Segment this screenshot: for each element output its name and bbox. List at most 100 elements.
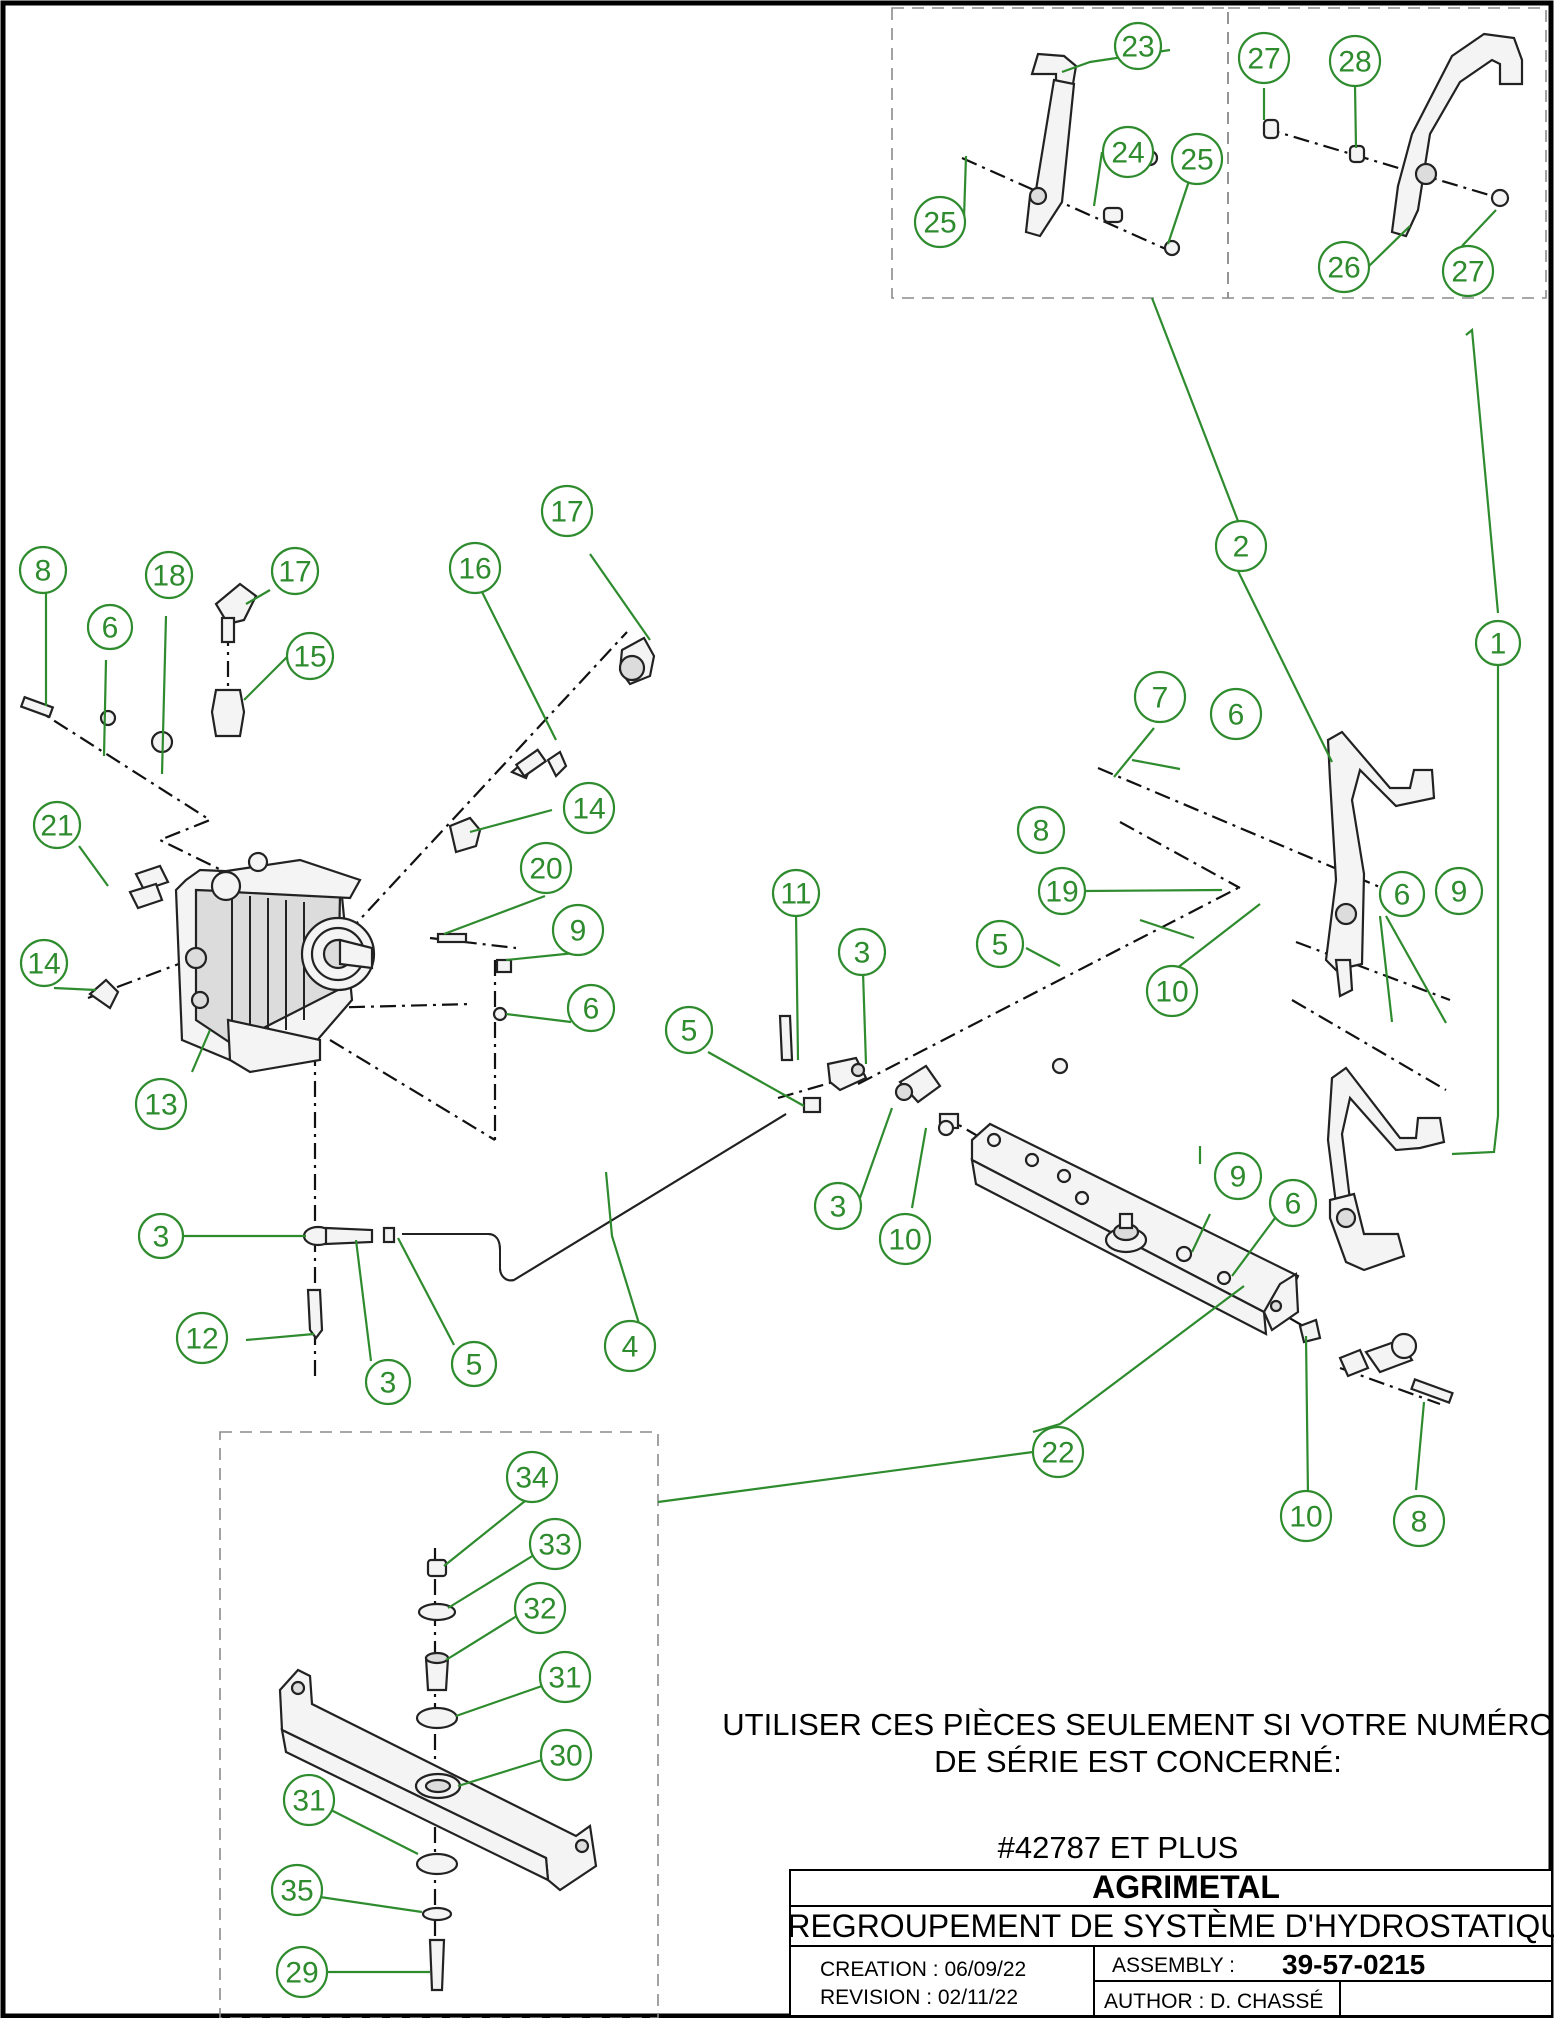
balloon-10: 10 [1145, 964, 1199, 1018]
svg-text:3: 3 [380, 1367, 397, 1400]
note-line-1: UTILISER CES PIÈCES SEULEMENT SI VOTRE N… [722, 1707, 1553, 1742]
svg-text:32: 32 [523, 1593, 556, 1626]
author: AUTHOR : D. CHASSÉ [1104, 1990, 1323, 2013]
balloon-21: 21 [32, 800, 82, 850]
crossbar-assembly [278, 1558, 598, 1992]
note-line-2: DE SÉRIE EST CONCERNÉ: [934, 1744, 1342, 1779]
balloon-33: 33 [528, 1517, 582, 1571]
svg-text:8: 8 [35, 555, 52, 588]
svg-text:26: 26 [1327, 252, 1360, 285]
company-name: AGRIMETAL [1092, 1869, 1280, 1905]
balloon-6b: 6 [566, 983, 616, 1033]
svg-text:27: 27 [1247, 43, 1280, 76]
svg-text:17: 17 [278, 556, 311, 589]
svg-text:5: 5 [466, 1349, 483, 1382]
svg-text:14: 14 [27, 948, 60, 981]
balloon-18: 18 [144, 550, 194, 600]
balloon-3d: 3 [813, 1181, 863, 1231]
balloon-28: 28 [1328, 34, 1382, 88]
svg-text:21: 21 [40, 810, 73, 843]
svg-text:5: 5 [681, 1015, 698, 1048]
svg-text:8: 8 [1033, 815, 1050, 848]
svg-text:17: 17 [550, 496, 583, 529]
assembly-number: 39-57-0215 [1282, 1949, 1425, 1980]
balloon-10c: 10 [1279, 1489, 1333, 1543]
balloon-32: 32 [513, 1581, 567, 1635]
balloon-23: 23 [1113, 21, 1163, 71]
balloon-26: 26 [1317, 240, 1371, 294]
svg-text:4: 4 [622, 1331, 639, 1364]
title-block: AGRIMETAL REGROUPEMENT DE SYSTÈME D'HYDR… [787, 1869, 1554, 2017]
balloon-1: 1 [1474, 619, 1522, 667]
balloon-8b: 8 [1016, 805, 1066, 855]
balloon-22: 22 [1031, 1425, 1085, 1479]
assembly-description: REGROUPEMENT DE SYSTÈME D'HYDROSTATIQUE [787, 1908, 1554, 1944]
balloon-25b: 25 [1170, 132, 1224, 186]
svg-text:3: 3 [854, 937, 871, 970]
balloon-25: 25 [913, 195, 967, 249]
balloons: 1 2 3 3 3 3 4 5 5 5 6 6 6 6 6 7 8 8 8 9 … [18, 21, 1522, 1999]
balloon-3b: 3 [364, 1358, 412, 1406]
svg-text:6: 6 [1228, 699, 1245, 732]
svg-text:23: 23 [1121, 31, 1154, 64]
balloon-7: 7 [1133, 670, 1187, 724]
balloon-12: 12 [175, 1311, 229, 1365]
balloon-16: 16 [448, 541, 502, 595]
creation-date: CREATION : 06/09/22 [820, 1958, 1026, 1981]
svg-text:6: 6 [1394, 879, 1411, 912]
balloon-31b: 31 [282, 1773, 336, 1827]
balloon-9c: 9 [1213, 1151, 1263, 1201]
balloon-35: 35 [270, 1863, 324, 1917]
svg-text:9: 9 [1451, 876, 1468, 909]
svg-text:20: 20 [529, 853, 562, 886]
revision-date: REVISION : 02/11/22 [820, 1986, 1018, 2009]
svg-text:25: 25 [923, 207, 956, 240]
svg-text:9: 9 [570, 915, 587, 948]
control-rod [302, 1014, 1069, 1340]
svg-text:6: 6 [583, 993, 600, 1026]
svg-text:6: 6 [102, 612, 119, 645]
balloon-17b: 17 [540, 484, 594, 538]
balloon-5b: 5 [664, 1005, 714, 1055]
svg-text:18: 18 [152, 560, 185, 593]
svg-text:30: 30 [549, 1740, 582, 1773]
balloon-15: 15 [285, 631, 335, 681]
balloon-13: 13 [134, 1077, 188, 1131]
balloon-27: 27 [1237, 31, 1291, 85]
svg-text:35: 35 [280, 1875, 313, 1908]
pivot-bracket [970, 1122, 1454, 1404]
balloon-14: 14 [562, 781, 616, 835]
balloon-14b: 14 [19, 938, 69, 988]
svg-text:6: 6 [1285, 1188, 1302, 1221]
svg-text:27: 27 [1451, 256, 1484, 289]
balloon-8c: 8 [1392, 1494, 1446, 1548]
svg-text:13: 13 [144, 1089, 177, 1122]
balloon-34: 34 [505, 1450, 559, 1504]
hydrostatic-transmission [128, 851, 376, 1074]
svg-text:10: 10 [1155, 976, 1188, 1009]
balloon-3c: 3 [837, 927, 887, 977]
svg-text:19: 19 [1045, 876, 1078, 909]
balloon-3: 3 [137, 1212, 185, 1260]
pedals [1024, 32, 1524, 1272]
balloon-31: 31 [538, 1650, 592, 1704]
svg-text:11: 11 [780, 878, 811, 911]
svg-text:3: 3 [153, 1221, 170, 1254]
serial-note: UTILISER CES PIÈCES SEULEMENT SI VOTRE N… [722, 1707, 1553, 1865]
balloon-4: 4 [603, 1319, 657, 1373]
svg-text:28: 28 [1338, 46, 1371, 79]
svg-text:24: 24 [1111, 137, 1144, 170]
balloon-6: 6 [86, 603, 134, 651]
balloon-10b: 10 [878, 1212, 932, 1266]
balloon-6e: 6 [1268, 1178, 1318, 1228]
balloon-5c: 5 [975, 919, 1025, 969]
svg-text:29: 29 [285, 1957, 318, 1990]
svg-text:25: 25 [1180, 144, 1213, 177]
balloon-9b: 9 [1434, 866, 1484, 916]
balloon-20: 20 [519, 841, 573, 895]
svg-text:9: 9 [1230, 1161, 1247, 1194]
leader-lines [44, 48, 1500, 1974]
balloon-9: 9 [551, 903, 605, 957]
svg-text:5: 5 [992, 929, 1009, 962]
